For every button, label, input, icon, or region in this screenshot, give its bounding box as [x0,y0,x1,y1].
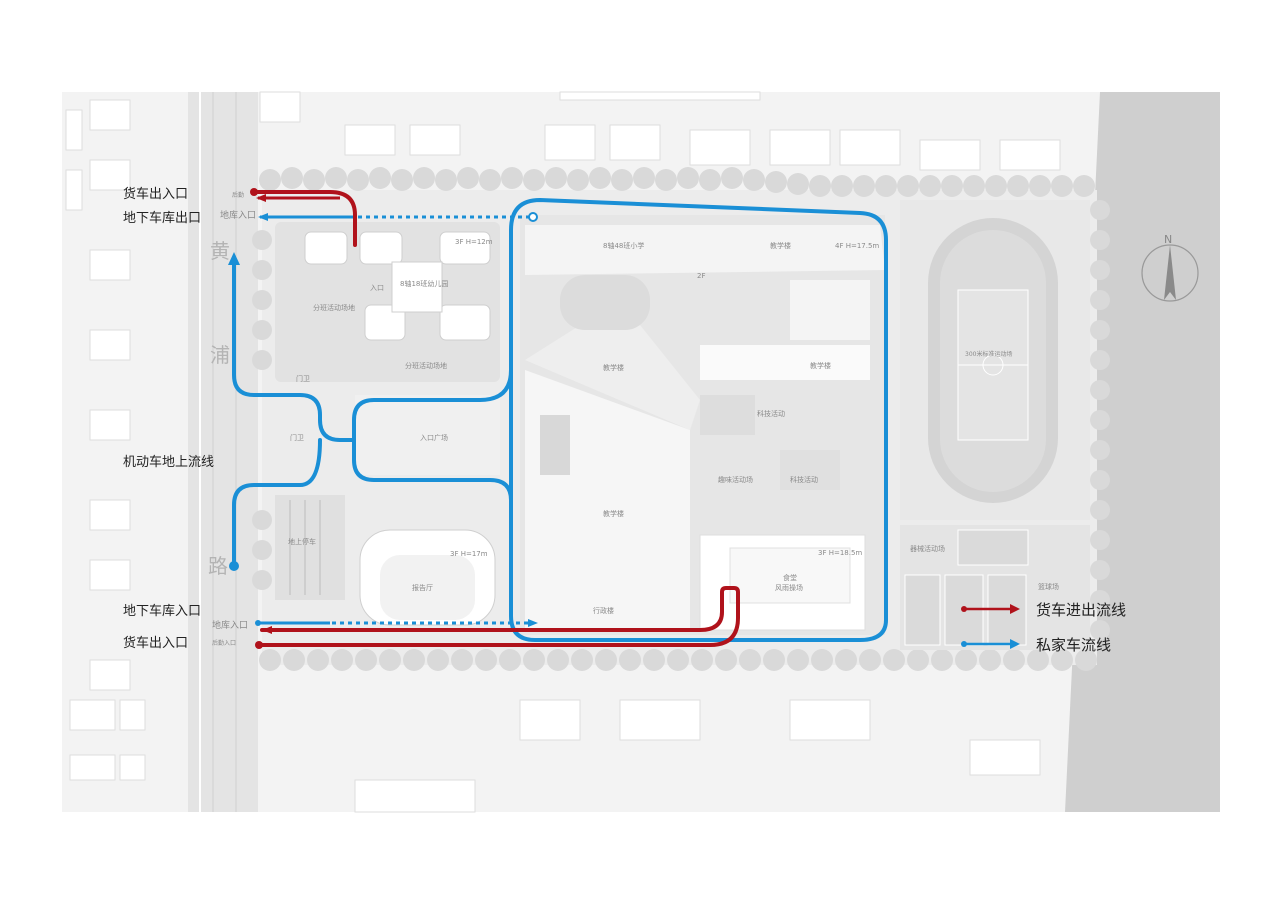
primary-school-label: 8轴48班小学 [603,241,644,250]
hall-label: 报告厅 [412,583,433,592]
art-label: 科技活动 [790,475,818,484]
floor-label: 2F [697,272,705,280]
truck-gate-bottom: 后勤入口 [212,639,236,647]
north-label: N [1164,233,1172,246]
activity-label-2: 分班活动场地 [405,361,447,370]
north-arrow-icon [1141,244,1199,302]
surrounding-buildings [65,91,1061,813]
court-label: 篮球场 [1038,582,1059,591]
legend-truck-flow: 货车进出流线 [1036,601,1127,619]
activity-label-1: 分班活动场地 [313,303,355,312]
height-label-3: 3F H=18.5m [818,549,862,557]
kindergarten-label: 8轴18班幼儿园 [400,279,448,288]
fitness-label: 器械活动场 [910,544,945,553]
private-car-flow [232,198,888,642]
ground-flow-label: 机动车地上流线 [123,455,215,470]
teaching-label-2: 教学楼 [603,363,624,372]
gate-label-2: 门卫 [290,433,304,442]
gate-label-1: 门卫 [296,374,310,383]
tree-row [252,167,1110,671]
height-label-2: 4F H=17.5m [835,242,879,250]
track-label: 300米标准运动场 [965,350,1012,358]
garage-exit-label: 地下车库出口 [123,211,202,226]
canteen-sub-label: 风雨操场 [775,583,803,592]
tech-label: 科技活动 [757,409,785,418]
parking-label: 地上停车 [288,537,316,546]
garage-in-top: 地库入口 [220,209,256,221]
road-name-char-2: 浦 [210,343,230,367]
height-label-4: 3F H=17m [450,550,488,558]
play-label: 趣味活动场 [718,475,753,484]
road-name-char-3: 路 [208,554,228,578]
entry-plaza-label: 入口广场 [420,433,448,442]
road-name-char-1: 黄 [210,239,230,263]
height-label-1: 3F H=12m [455,238,493,246]
legend-private-car-flow: 私家车流线 [1036,636,1112,654]
canteen-label: 食堂 [783,573,797,582]
truck-gate-top: 后勤 [232,191,244,199]
teaching-label-3: 教学楼 [810,361,831,370]
truck-entrance-label-bottom: 货车出入口 [123,636,189,651]
garage-in-bottom: 地库入口 [212,619,248,631]
legend-lines [961,604,1020,649]
teaching-label-1: 教学楼 [770,241,791,250]
teaching-label-4: 教学楼 [603,509,624,518]
admin-label: 行政楼 [593,606,614,615]
truck-entrance-label-top: 货车出入口 [123,187,189,202]
truck-flow [256,190,740,647]
garage-entry-label: 地下车库入口 [123,604,202,619]
entry-label: 入口 [370,284,384,292]
